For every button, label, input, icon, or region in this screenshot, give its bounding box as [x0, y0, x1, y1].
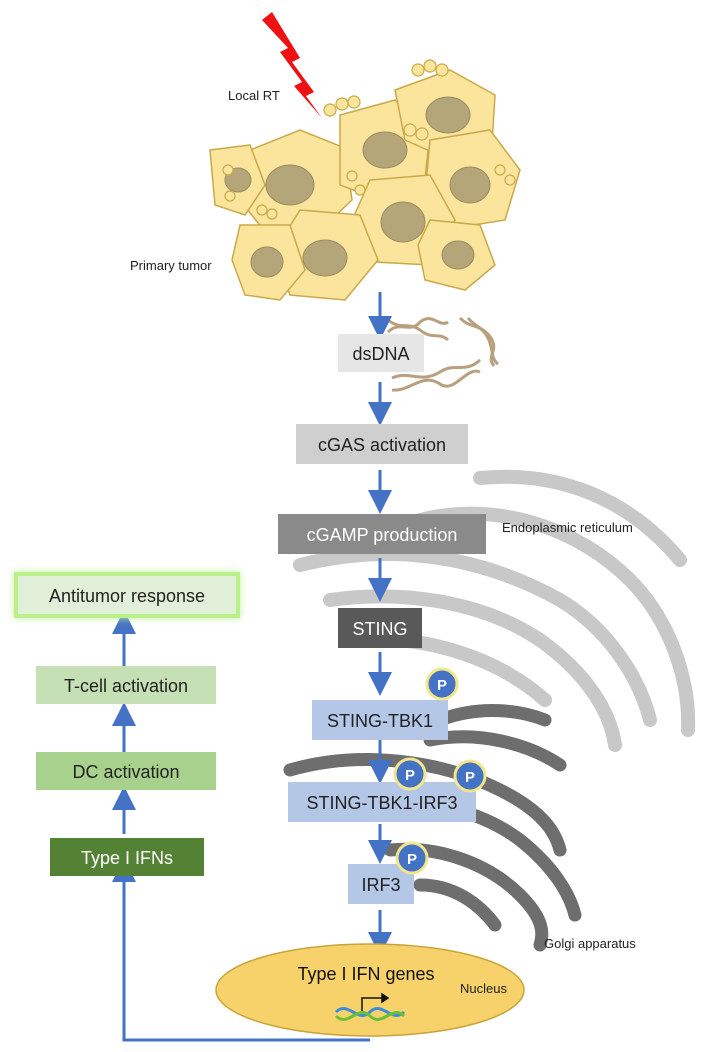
endoplasmic-reticulum-label: Endoplasmic reticulum — [502, 520, 633, 535]
svg-text:P: P — [437, 677, 447, 694]
phospho-badge-sting-tbk1: P — [425, 667, 459, 701]
svg-text:DC activation: DC activation — [72, 762, 179, 782]
box-sting-tbk1-irf3: STING-TBK1-IRF3 — [288, 782, 476, 822]
svg-text:dsDNA: dsDNA — [352, 344, 409, 364]
box-irf3: IRF3 — [348, 864, 414, 904]
svg-text:T-cell activation: T-cell activation — [64, 676, 188, 696]
box-sting-tbk1: STING-TBK1 — [312, 700, 448, 740]
box-type1-ifns: Type I IFNs — [50, 838, 204, 876]
box-sting: STING — [338, 608, 422, 648]
phospho-badge-irf3-complex-2: P — [453, 759, 487, 793]
nucleus: Type I IFN genes Nucleus — [215, 943, 525, 1037]
svg-text:Nucleus: Nucleus — [460, 981, 507, 996]
primary-tumor-label: Primary tumor — [130, 258, 212, 273]
phospho-badge-irf3-complex-1: P — [393, 757, 427, 791]
primary-tumor-cluster — [209, 59, 521, 301]
svg-text:IRF3: IRF3 — [361, 875, 400, 895]
box-dsdna: dsDNA — [338, 334, 424, 372]
svg-text:STING: STING — [352, 619, 407, 639]
phospho-badge-irf3: P — [395, 841, 429, 875]
svg-text:STING-TBK1: STING-TBK1 — [327, 711, 433, 731]
local-rt-label: Local RT — [228, 88, 280, 103]
svg-text:cGAS activation: cGAS activation — [318, 435, 446, 455]
arrow-nucleus-to-type1-ifns — [112, 858, 370, 1042]
box-dc-activation: DC activation — [36, 752, 216, 790]
dna-strand-icon — [386, 316, 500, 392]
gene-helix-icon — [334, 1007, 406, 1021]
svg-text:STING-TBK1-IRF3: STING-TBK1-IRF3 — [306, 793, 457, 813]
svg-text:P: P — [465, 769, 475, 786]
svg-text:Antitumor response: Antitumor response — [49, 586, 205, 606]
svg-text:cGAMP production: cGAMP production — [307, 525, 458, 545]
svg-text:Type I IFNs: Type I IFNs — [81, 848, 173, 868]
box-cgamp-production: cGAMP production — [278, 514, 486, 554]
radiation-lightning-icon — [262, 12, 322, 118]
svg-text:P: P — [405, 767, 415, 784]
golgi-apparatus-label: Golgi apparatus — [544, 936, 636, 951]
box-antitumor-response: Antitumor response — [14, 572, 240, 618]
box-cgas-activation: cGAS activation — [296, 424, 468, 464]
transcription-start-icon — [361, 992, 390, 1014]
svg-text:P: P — [407, 851, 417, 868]
box-tcell-activation: T-cell activation — [36, 666, 216, 704]
golgi-apparatus-shape — [283, 704, 582, 952]
svg-text:Type I IFN genes: Type I IFN genes — [297, 964, 434, 984]
